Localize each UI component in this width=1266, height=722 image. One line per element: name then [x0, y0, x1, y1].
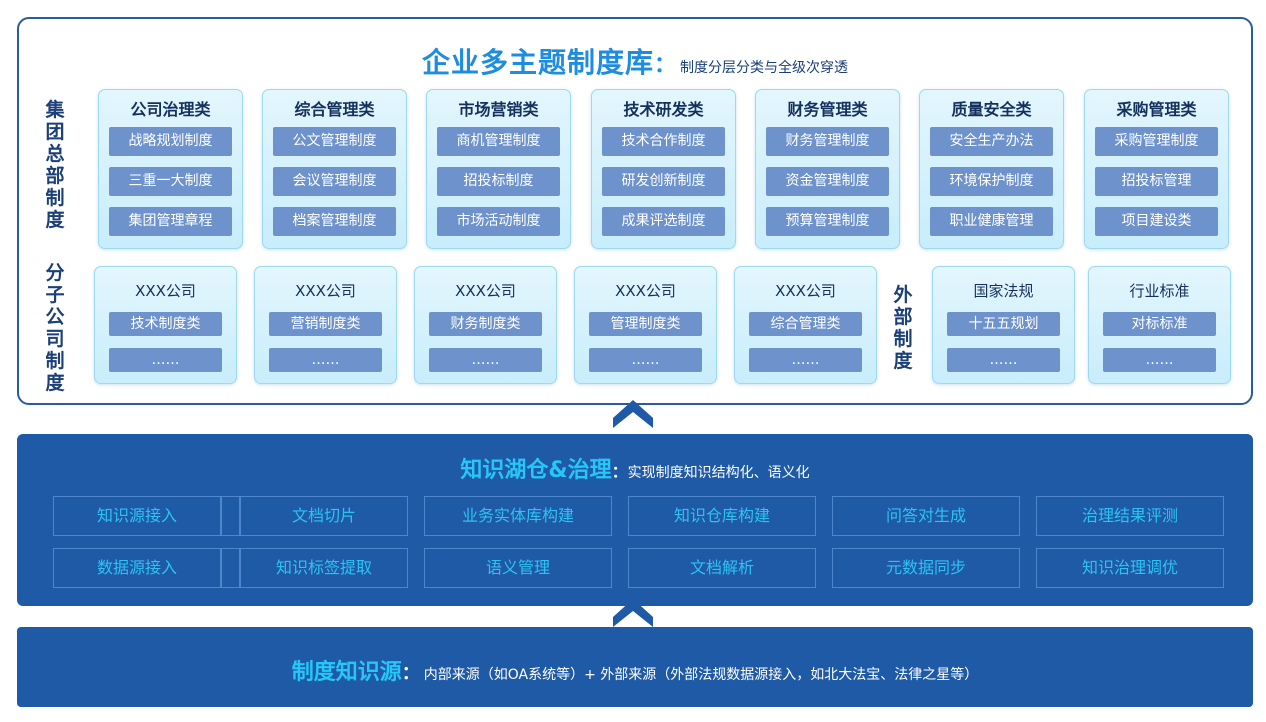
category-card: 财务管理类 财务管理制度 资金管理制度 预算管理制度 — [755, 89, 900, 249]
category-card: 市场营销类 商机管理制度 招投标制度 市场活动制度 — [426, 89, 571, 249]
subsidiary-card: XXX公司 管理制度类 …… — [574, 266, 717, 384]
title-colon: ： — [611, 462, 628, 481]
lakehouse-step: 业务实体库构建 — [424, 496, 612, 536]
external-card: 国家法规 十五五规划 …… — [932, 266, 1075, 384]
knowledge-source-title: 制度知识源 — [291, 660, 402, 685]
category-title: 采购管理类 — [1116, 100, 1197, 119]
category-item: 招投标管理 — [1095, 167, 1218, 196]
lakehouse-step: 文档解析 — [628, 548, 816, 588]
category-item: 市场活动制度 — [437, 207, 560, 236]
category-title: 财务管理类 — [787, 100, 868, 119]
chevron-up-icon — [613, 400, 653, 428]
category-item: 技术合作制度 — [602, 127, 725, 156]
lakehouse-step: 治理结果评测 — [1036, 496, 1224, 536]
subsidiary-item: 财务制度类 — [429, 312, 542, 336]
subsidiary-title: XXX公司 — [615, 282, 676, 300]
lakehouse-subtitle: 实现制度知识结构化、语义化 — [627, 465, 810, 481]
category-title: 公司治理类 — [130, 100, 211, 119]
lakehouse-step: 知识源接入 — [53, 496, 221, 536]
external-title: 行业标准 — [1129, 282, 1190, 300]
subsidiary-card: XXX公司 综合管理类 …… — [734, 266, 877, 384]
subsidiary-item: …… — [749, 348, 862, 372]
subsidiary-item: …… — [589, 348, 702, 372]
knowledge-source-heading: 制度知识源：内部来源（如OA系统等）+ 外部来源（外部法规数据源接入，如北大法宝… — [17, 654, 1253, 686]
cell-divider — [221, 548, 240, 588]
lakehouse-step: 知识治理调优 — [1036, 548, 1224, 588]
category-item: 集团管理章程 — [109, 207, 232, 236]
chevron-up-icon — [613, 599, 653, 627]
category-item: 安全生产办法 — [930, 127, 1053, 156]
subsidiary-label: 分子公司制度 — [45, 262, 65, 394]
external-card: 行业标准 对标标准 …… — [1088, 266, 1231, 384]
subsidiary-item: …… — [429, 348, 542, 372]
subsidiary-title: XXX公司 — [295, 282, 356, 300]
category-item: 研发创新制度 — [602, 167, 725, 196]
title-colon: ： — [654, 53, 677, 78]
subsidiary-item: …… — [269, 348, 382, 372]
subsidiary-title: XXX公司 — [775, 282, 836, 300]
external-item: 对标标准 — [1103, 312, 1216, 336]
category-card: 质量安全类 安全生产办法 环境保护制度 职业健康管理 — [919, 89, 1064, 249]
category-item: 项目建设类 — [1095, 207, 1218, 236]
lakehouse-heading: 知识湖仓&治理：实现制度知识结构化、语义化 — [17, 452, 1253, 484]
subsidiary-title: XXX公司 — [135, 282, 196, 300]
subsidiary-item: 综合管理类 — [749, 312, 862, 336]
lakehouse-step: 知识标签提取 — [240, 548, 408, 588]
category-card: 公司治理类 战略规划制度 三重一大制度 集团管理章程 — [98, 89, 243, 249]
subsidiary-item: 管理制度类 — [589, 312, 702, 336]
external-item: …… — [1103, 348, 1216, 372]
category-item: 环境保护制度 — [930, 167, 1053, 196]
external-title: 国家法规 — [973, 282, 1034, 300]
category-title: 综合管理类 — [294, 100, 375, 119]
policy-library-heading: 企业多主题制度库：制度分层分类与全级次穿透 — [19, 41, 1251, 81]
lakehouse-step: 元数据同步 — [832, 548, 1020, 588]
category-card: 采购管理类 采购管理制度 招投标管理 项目建设类 — [1084, 89, 1229, 249]
category-title: 质量安全类 — [951, 100, 1032, 119]
subsidiary-item: 营销制度类 — [269, 312, 382, 336]
lakehouse-step: 问答对生成 — [832, 496, 1020, 536]
category-card: 技术研发类 技术合作制度 研发创新制度 成果评选制度 — [591, 89, 736, 249]
lakehouse-title: 知识湖仓&治理 — [460, 458, 612, 483]
policy-library-panel: 企业多主题制度库：制度分层分类与全级次穿透 集团总部制度 分子公司制度 外部制度… — [17, 17, 1253, 405]
external-item: 十五五规划 — [947, 312, 1060, 336]
category-item: 预算管理制度 — [766, 207, 889, 236]
category-item: 会议管理制度 — [273, 167, 396, 196]
category-title: 技术研发类 — [623, 100, 704, 119]
category-item: 招投标制度 — [437, 167, 560, 196]
category-card: 综合管理类 公文管理制度 会议管理制度 档案管理制度 — [262, 89, 407, 249]
cell-divider — [221, 496, 240, 536]
knowledge-source-panel: 制度知识源：内部来源（如OA系统等）+ 外部来源（外部法规数据源接入，如北大法宝… — [17, 627, 1253, 707]
category-item: 商机管理制度 — [437, 127, 560, 156]
group-hq-label: 集团总部制度 — [45, 99, 65, 231]
external-label: 外部制度 — [893, 284, 913, 372]
lakehouse-step: 数据源接入 — [53, 548, 221, 588]
external-item: …… — [947, 348, 1060, 372]
policy-library-subtitle: 制度分层分类与全级次穿透 — [680, 60, 849, 76]
subsidiary-title: XXX公司 — [455, 282, 516, 300]
category-item: 战略规划制度 — [109, 127, 232, 156]
category-item: 财务管理制度 — [766, 127, 889, 156]
subsidiary-item: …… — [109, 348, 222, 372]
lakehouse-step: 知识仓库构建 — [628, 496, 816, 536]
lakehouse-step: 语义管理 — [424, 548, 612, 588]
category-item: 资金管理制度 — [766, 167, 889, 196]
subsidiary-card: XXX公司 技术制度类 …… — [94, 266, 237, 384]
category-item: 三重一大制度 — [109, 167, 232, 196]
knowledge-lakehouse-panel: 知识湖仓&治理：实现制度知识结构化、语义化 知识源接入 文档切片 业务实体库构建… — [17, 434, 1253, 606]
category-item: 成果评选制度 — [602, 207, 725, 236]
category-item: 职业健康管理 — [930, 207, 1053, 236]
category-item: 档案管理制度 — [273, 207, 396, 236]
category-item: 采购管理制度 — [1095, 127, 1218, 156]
subsidiary-card: XXX公司 财务制度类 …… — [414, 266, 557, 384]
category-title: 市场营销类 — [458, 100, 539, 119]
category-item: 公文管理制度 — [273, 127, 396, 156]
title-colon: ： — [401, 663, 420, 684]
subsidiary-card: XXX公司 营销制度类 …… — [254, 266, 397, 384]
lakehouse-step: 文档切片 — [240, 496, 408, 536]
subsidiary-item: 技术制度类 — [109, 312, 222, 336]
knowledge-source-description: 内部来源（如OA系统等）+ 外部来源（外部法规数据源接入，如北大法宝、法律之星等… — [423, 667, 979, 683]
policy-library-title: 企业多主题制度库 — [421, 46, 654, 79]
